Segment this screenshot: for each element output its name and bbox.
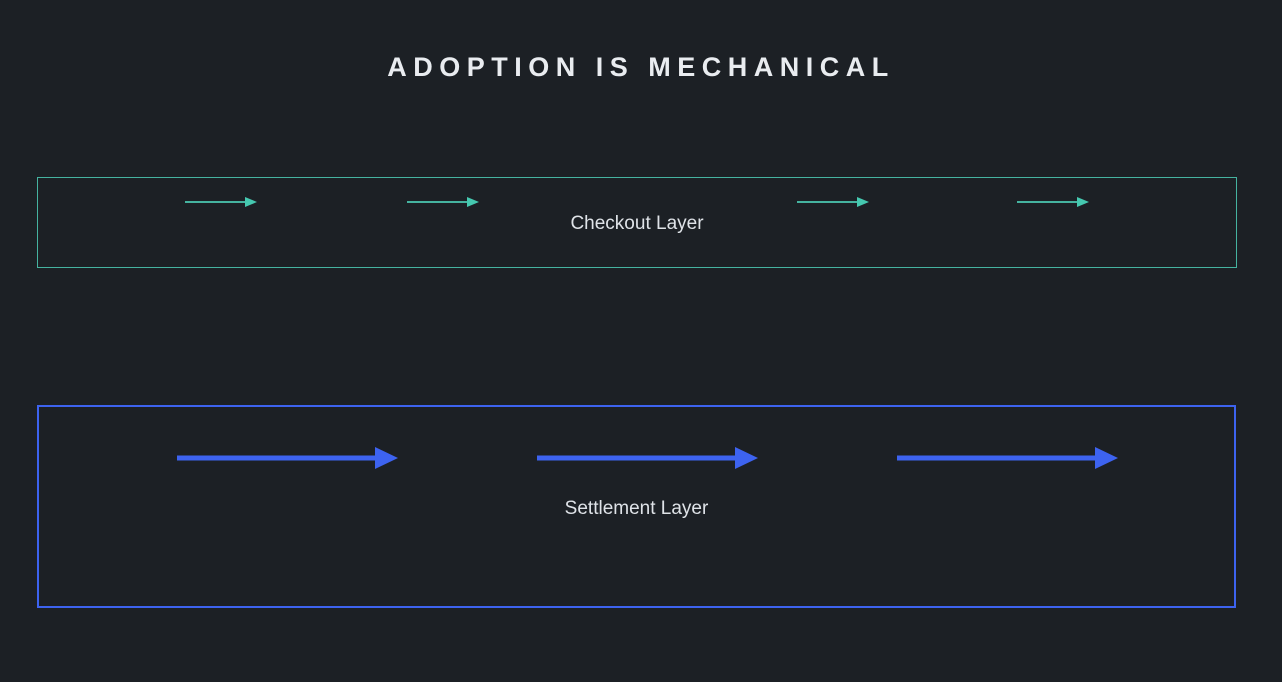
settlement-arrow-3-icon — [897, 447, 1118, 469]
settlement-arrow-2-icon — [537, 447, 758, 469]
settlement-layer-label: Settlement Layer — [564, 498, 709, 519]
checkout-arrow-4-icon — [1017, 197, 1089, 207]
page-title: ADOPTION IS MECHANICAL — [387, 52, 895, 82]
settlement-layer-box: Settlement Layer — [37, 405, 1236, 608]
checkout-layer-label: Checkout Layer — [570, 213, 704, 234]
checkout-arrow-3-icon — [797, 197, 869, 207]
settlement-arrow-1-icon — [177, 447, 398, 469]
checkout-arrow-2-icon — [407, 197, 479, 207]
checkout-layer-box: Checkout Layer — [37, 177, 1237, 268]
checkout-arrow-1-icon — [185, 197, 257, 207]
